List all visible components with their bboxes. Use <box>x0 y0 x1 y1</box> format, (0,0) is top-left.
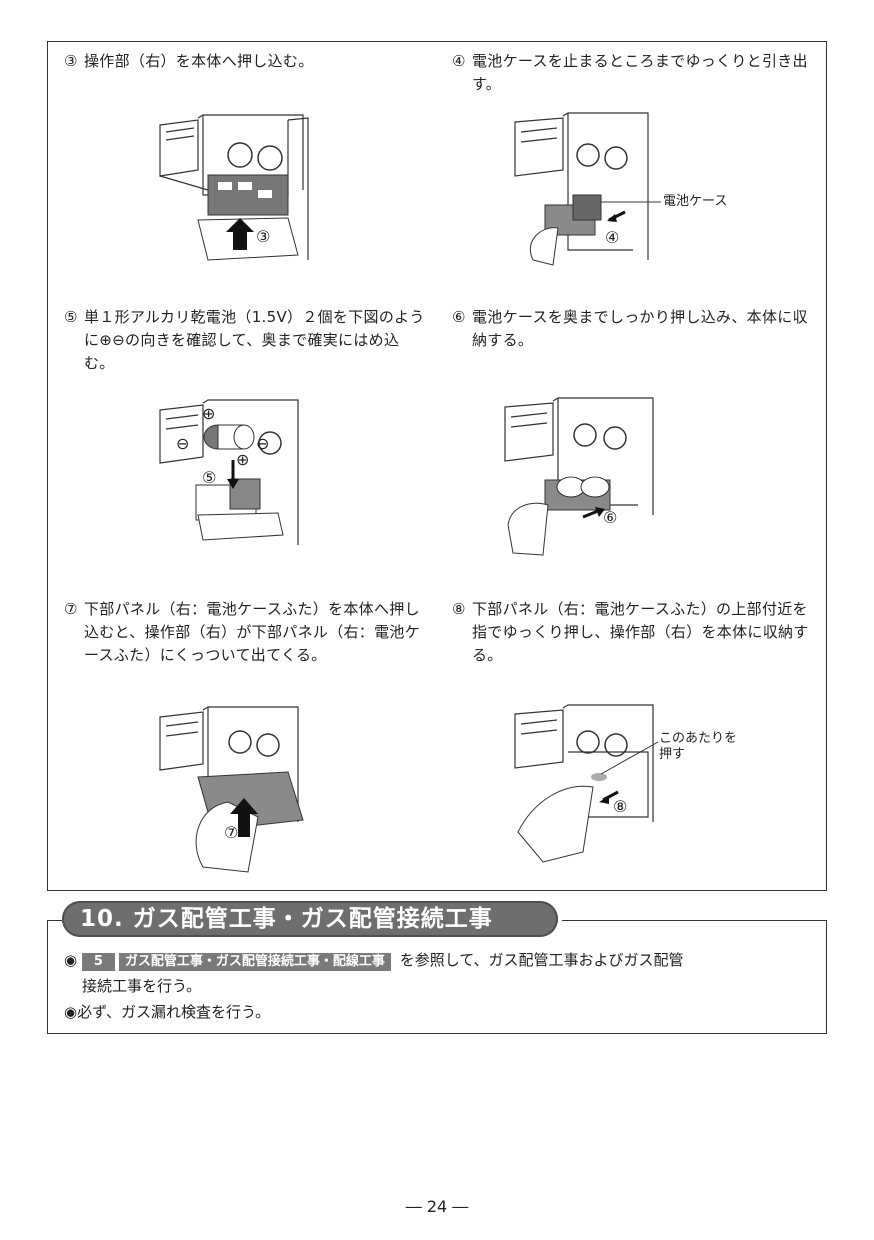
step-number: ③ <box>64 52 78 70</box>
section-line-2: ◉必ず、ガス漏れ検査を行う。 <box>64 1000 270 1024</box>
step3-illustration: ③ <box>159 114 309 261</box>
step-number: ⑧ <box>452 600 466 618</box>
section-text: 必ず、ガス漏れ検査を行う。 <box>77 1003 271 1021</box>
section-header: 10. ガス配管工事・ガス配管接続工事 <box>62 901 562 937</box>
step-text: 単１形アルカリ乾電池（1.5V）２個を下図のように⊕⊖の向きを確認して、奥まで確… <box>84 308 425 372</box>
minus-symbol: ⊖ <box>256 434 269 453</box>
plus-symbol: ⊕ <box>236 450 249 469</box>
step4-marker: ④ <box>605 228 619 247</box>
section-text: 接続工事を行う。 <box>82 977 202 995</box>
step-number: ⑦ <box>64 600 78 618</box>
minus-symbol: ⊖ <box>176 434 189 453</box>
step6-illustration: ⑥ <box>504 397 654 556</box>
step8-label: 押す <box>659 747 685 762</box>
step5-marker: ⑤ <box>202 468 216 487</box>
steps-frame <box>47 41 827 891</box>
step-5: ⑤ 単１形アルカリ乾電池（1.5V）２個を下図のように⊕⊖の向きを確認して、奥まで… <box>64 306 429 375</box>
step-text: 下部パネル（右：電池ケースふた）の上部付近を指でゆっくり押し、操作部（右）を本体… <box>472 600 809 664</box>
step7-illustration: ⑦ <box>159 706 304 873</box>
step-number: ⑤ <box>64 308 78 326</box>
step-number: ⑥ <box>452 308 466 326</box>
section-title: 10. ガス配管工事・ガス配管接続工事 <box>62 901 558 937</box>
step-number: ④ <box>452 52 466 70</box>
section-text: を参照して、ガス配管工事およびガス配管 <box>399 951 684 969</box>
bullet-icon: ◉ <box>64 951 78 969</box>
step8-illustration: このあたりを 押す ⑧ <box>514 704 737 863</box>
step-8: ⑧ 下部パネル（右：電池ケースふた）の上部付近を指でゆっくり押し、操作部（右）を本… <box>452 598 817 667</box>
step-7: ⑦ 下部パネル（右：電池ケースふた）を本体へ押し込むと、操作部（右）が下部パネル（… <box>64 598 429 667</box>
step6-marker: ⑥ <box>603 508 617 527</box>
plus-symbol: ⊕ <box>202 404 215 423</box>
step4-label: 電池ケース <box>663 194 727 209</box>
bullet-icon: ◉ <box>64 1003 78 1021</box>
reference-number: 5 <box>81 953 115 971</box>
section-line-1-cont: 接続工事を行う。 <box>82 974 201 998</box>
step5-illustration: ⊕ ⊖ ⊖ ⊕ ⑤ <box>159 399 299 545</box>
step-text: 操作部（右）を本体へ押し込む。 <box>84 52 314 70</box>
reference-title: ガス配管工事・ガス配管接続工事・配線工事 <box>118 953 391 971</box>
step-3: ③ 操作部（右）を本体へ押し込む。 <box>64 50 429 73</box>
step-4: ④ 電池ケースを止まるところまでゆっくりと引き出す。 <box>452 50 817 96</box>
step-text: 電池ケースを止まるところまでゆっくりと引き出す。 <box>472 52 808 93</box>
step4-illustration: 電池ケース ④ <box>514 112 727 266</box>
step8-label: このあたりを <box>659 731 737 746</box>
step-text: 下部パネル（右：電池ケースふた）を本体へ押し込むと、操作部（右）が下部パネル（右… <box>84 600 421 664</box>
step7-marker: ⑦ <box>224 823 238 842</box>
step8-marker: ⑧ <box>613 797 627 816</box>
step3-marker: ③ <box>256 227 270 246</box>
page-number: ― 24 ― <box>405 1197 469 1216</box>
step-6: ⑥ 電池ケースを奥までしっかり押し込み、本体に収納する。 <box>452 306 817 352</box>
step-text: 電池ケースを奥までしっかり押し込み、本体に収納する。 <box>472 308 808 349</box>
